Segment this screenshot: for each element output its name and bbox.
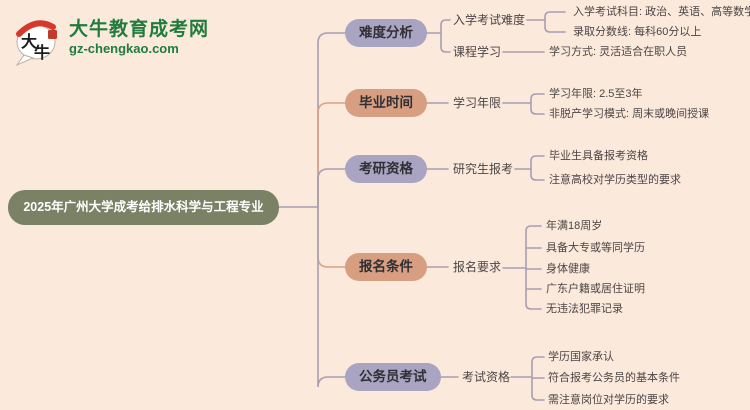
subtopic-requirements: 报名要求 <box>453 260 502 274</box>
leaf-connector <box>514 155 545 181</box>
leaf-connector <box>502 93 545 115</box>
leaf-connector <box>510 356 545 401</box>
leaf-item: 录取分数线: 每科60分以上 <box>573 26 702 38</box>
leaf-item: 毕业生具备报考资格 <box>549 150 648 162</box>
leaf-connector <box>526 11 566 33</box>
leaf-item: 年满18周岁 <box>546 220 603 232</box>
leaf-item: 学历国家承认 <box>548 351 614 363</box>
branch-node-difficulty: 难度分析 <box>345 19 427 47</box>
branch-connector-difficulty <box>317 32 347 208</box>
logo-char-top: 大 <box>21 32 37 51</box>
leaf-item: 广东户籍或居住证明 <box>546 283 645 295</box>
branch-connector-postgrad <box>317 168 347 208</box>
subtopic-exam-eligibility: 考试资格 <box>462 370 511 384</box>
leaf-item: 入学考试科目: 政治、英语、高等数学 <box>573 6 750 18</box>
logo-text: 大牛教育成考网 gz-chengkao.com <box>69 19 209 57</box>
subtopic-entrance-exam: 入学考试难度 <box>453 13 526 27</box>
branch-connector-graduation <box>317 102 347 208</box>
leaf-item: 学习年限: 2.5至3年 <box>549 88 643 100</box>
branch-connector-civilservice <box>317 206 347 388</box>
site-logo[interactable]: 大 牛 大牛教育成考网 gz-chengkao.com <box>10 10 209 66</box>
site-name: 大牛教育成考网 <box>69 19 210 40</box>
leaf-item: 具备大专或等同学历 <box>546 242 645 254</box>
logo-char-bottom: 牛 <box>34 43 50 62</box>
root-topic: 2025年广州大学成考给排水科学与工程专业 <box>8 190 279 225</box>
leaf-item: 符合报考公务员的基本条件 <box>548 372 680 384</box>
leaf-item: 学习方式: 灵活适合在职人员 <box>549 46 688 58</box>
subtopic-study-years: 学习年限 <box>453 96 502 110</box>
branch-node-registration: 报名条件 <box>345 253 427 281</box>
subtopic-course-study: 课程学习 <box>453 45 502 59</box>
leaf-connector <box>502 225 542 310</box>
site-url: gz-chengkao.com <box>69 41 179 56</box>
branch-node-graduation: 毕业时间 <box>345 89 427 117</box>
sub-connector <box>426 19 451 53</box>
leaf-item: 需注意岗位对学历的要求 <box>548 394 669 406</box>
logo-bubble-icon: 大 牛 <box>15 20 57 66</box>
leaf-item: 非脱产学习模式: 周末或晚间授课 <box>549 108 710 120</box>
branch-node-civilservice: 公务员考试 <box>345 363 441 391</box>
subtopic-postgrad-apply: 研究生报考 <box>453 162 514 176</box>
leaf-item: 无违法犯罪记录 <box>546 303 623 315</box>
branch-node-postgrad: 考研资格 <box>345 155 427 183</box>
leaf-item: 身体健康 <box>546 263 590 275</box>
branch-connector-registration <box>317 206 347 268</box>
leaf-item: 注意高校对学历类型的要求 <box>549 174 681 186</box>
